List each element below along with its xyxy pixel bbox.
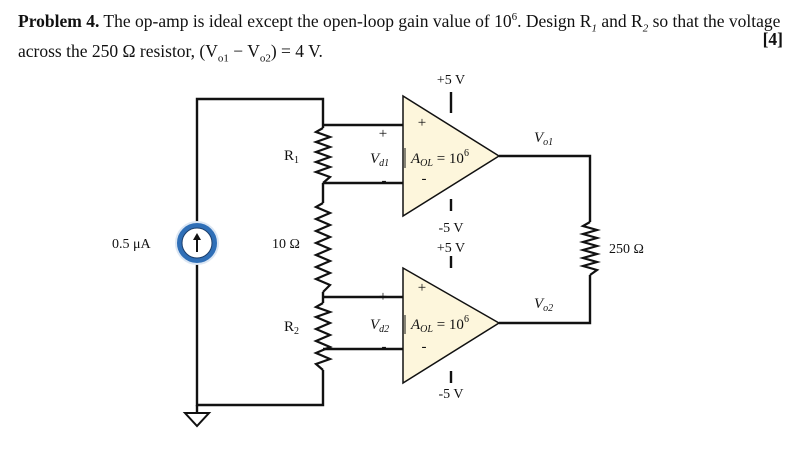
opamp1-plus-terminal: + (418, 115, 426, 131)
opamp-2: +5 V -5 V + - + - Vd2 AOL = 106 Vo2 (370, 241, 553, 402)
opamp2-supply-negative: -5 V (438, 387, 463, 402)
problem-text-2: . Design R (517, 10, 592, 31)
opamp2-vd-label: Vd2 (370, 317, 389, 335)
opamp2-minus-input: - (382, 339, 387, 355)
opamp1-plus-input: + (379, 126, 387, 142)
opamp1-vd-label: Vd1 (370, 151, 389, 169)
problem-text-5: − V (228, 41, 260, 62)
r1-label: R1 (284, 148, 299, 166)
opamp2-gain-label: AOL = 106 (410, 314, 469, 335)
r-mid-label: 10 Ω (272, 237, 300, 252)
resistor-10-ohm (313, 202, 333, 293)
opamp2-supply-positive: +5 V (437, 241, 465, 256)
problem-statement: Problem 4. The op-amp is ideal except th… (18, 6, 783, 71)
vo1-label: Vo1 (534, 130, 553, 148)
r2-label: R2 (284, 319, 299, 337)
problem-text-4: so that the voltage across the 250 Ω res… (18, 10, 781, 62)
ground-icon (182, 412, 212, 428)
opamp2-plus-terminal: + (418, 280, 426, 296)
resistor-r2 (312, 302, 334, 371)
opamp1-supply-positive: +5 V (437, 73, 465, 88)
opamp2-minus-terminal: - (422, 339, 427, 355)
current-source-arrow-up-icon (175, 221, 219, 265)
vo2-subscript: o2 (259, 52, 271, 65)
resistor-r1 (312, 127, 334, 184)
r2-subscript: 2 (642, 22, 649, 35)
resistor-250-ohm (578, 221, 602, 276)
r-load-label: 250 Ω (609, 242, 644, 257)
opamp1-minus-input: - (382, 173, 387, 189)
vo1-subscript: o1 (217, 52, 229, 65)
r1-subscript: 1 (591, 22, 597, 35)
opamp2-plus-input: + (379, 289, 387, 305)
vo2-label: Vo2 (534, 296, 553, 314)
problem-text-1: The op-amp is ideal except the open-loop… (103, 10, 512, 31)
source-label: 0.5 μA (112, 237, 152, 252)
problem-text-6: ) = 4 V. (270, 41, 323, 62)
marks-badge: [4] (762, 29, 783, 49)
opamp1-gain-label: AOL = 106 (410, 148, 469, 169)
circuit-wires (195, 92, 592, 412)
problem-text-3: and R (596, 10, 643, 31)
problem-label: Problem 4. (18, 10, 100, 31)
opamp1-minus-terminal: - (422, 171, 427, 187)
opamp-1: +5 V -5 V + - + - Vd1 AOL = 106 Vo1 (370, 73, 553, 236)
gain-exponent: 6 (511, 11, 518, 23)
opamp1-supply-negative: -5 V (438, 221, 463, 236)
